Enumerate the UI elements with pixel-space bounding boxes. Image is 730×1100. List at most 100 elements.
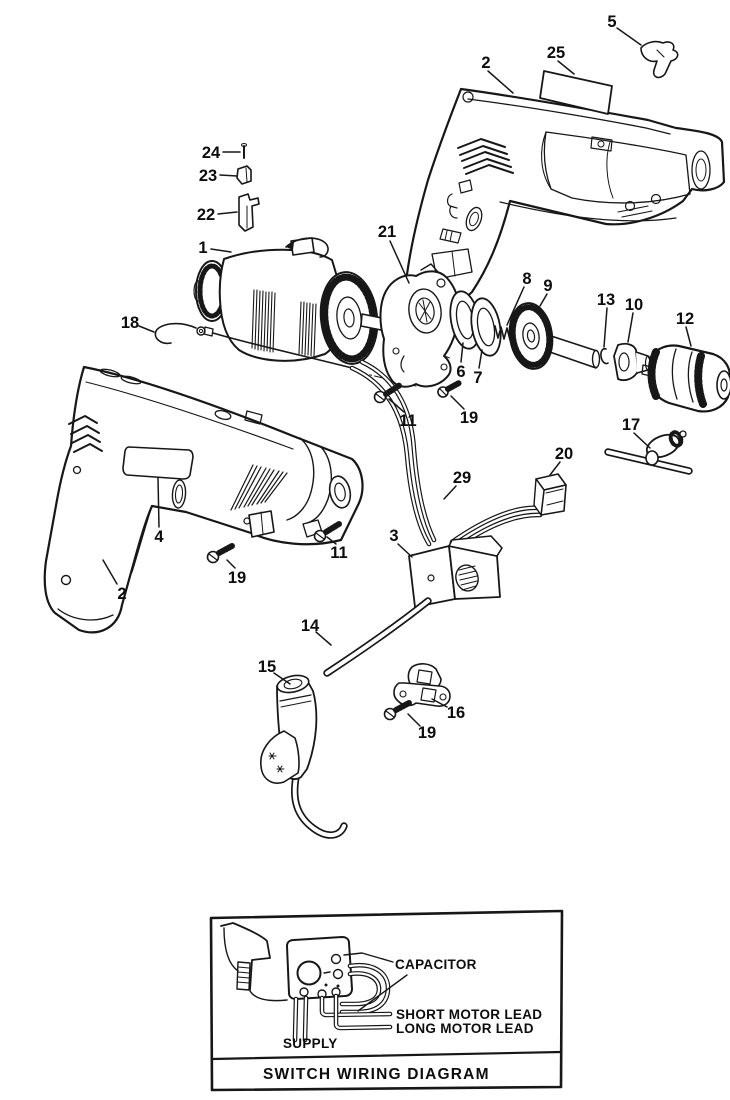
part-label-1-6: 1 xyxy=(198,239,207,257)
part-label-4-21: 4 xyxy=(154,528,164,546)
brush-parts xyxy=(236,142,260,232)
leader-line-part-14-26 xyxy=(315,631,332,646)
part-label-13-10: 13 xyxy=(597,291,615,309)
part-label-11-16: 11 xyxy=(399,412,416,430)
leader-line-part-15-27 xyxy=(273,672,291,685)
part-label-15-27: 15 xyxy=(258,658,276,676)
part-label-8-8: 8 xyxy=(522,270,531,288)
wiring-diagram-title: SWITCH WIRING DIAGRAM xyxy=(263,1066,490,1083)
screw-19-clamp xyxy=(383,700,412,721)
part-label-6-14: 6 xyxy=(456,363,465,381)
part-label-12-12: 12 xyxy=(676,310,694,328)
part-label-19-24: 19 xyxy=(228,569,246,587)
cord-protector xyxy=(260,674,318,784)
leader-line-part-7-15 xyxy=(478,349,483,369)
power-cord xyxy=(291,597,432,839)
leader-line-part-8-8 xyxy=(506,286,525,326)
cord-clamp xyxy=(393,663,451,707)
part-label-23-4: 23 xyxy=(199,167,217,185)
switch-drawing xyxy=(286,936,353,1000)
leader-lines xyxy=(102,27,692,727)
side-vents xyxy=(68,415,103,453)
wiring-wires xyxy=(292,952,408,1043)
gasket-7 xyxy=(470,297,502,357)
leader-line-part-5-0 xyxy=(616,27,642,46)
part-label-5-0: 5 xyxy=(607,13,616,31)
part-label-18-13: 18 xyxy=(121,314,139,332)
nameplate xyxy=(539,70,613,115)
leader-line-part-11-23 xyxy=(326,536,337,545)
leader-line-part-19-24 xyxy=(226,559,236,569)
wire-bundle xyxy=(349,359,543,551)
leader-line-part-23-4 xyxy=(219,174,238,177)
part-label-19-29: 19 xyxy=(418,724,436,742)
chuck xyxy=(641,344,730,413)
leader-line-part-2-2 xyxy=(487,70,514,94)
connector xyxy=(533,473,567,516)
molded-marks xyxy=(268,752,285,773)
nameplate-recess xyxy=(122,446,194,480)
part-label-17-18: 17 xyxy=(622,416,640,434)
clip xyxy=(640,40,679,79)
leader-line-part-21-7 xyxy=(389,240,410,284)
leader-line-part-4-21 xyxy=(157,477,160,528)
part-label-2-2: 2 xyxy=(481,54,490,72)
leader-line-part-20-19 xyxy=(549,461,561,476)
part-label-21-7: 21 xyxy=(378,223,396,241)
leader-line-part-12-12 xyxy=(685,326,692,347)
leader-line-part-19-17 xyxy=(450,395,465,410)
part-label-9-9: 9 xyxy=(543,277,552,295)
leader-line-part-29-20 xyxy=(443,485,457,500)
trigger-lever-drawing xyxy=(220,922,288,1002)
part-label-25-1: 25 xyxy=(547,44,565,62)
wiring-label-supply: SUPPLY xyxy=(283,1036,338,1051)
housing-half-left xyxy=(43,365,417,634)
part-label-20-19: 20 xyxy=(555,445,573,463)
part-label-16-28: 16 xyxy=(447,704,465,722)
wiring-label-capacitor: CAPACITOR xyxy=(395,957,477,972)
leader-line-part-10-11 xyxy=(627,312,634,343)
part-label-29-20: 29 xyxy=(453,469,471,487)
spindle-gear xyxy=(508,302,601,370)
screw-19-body xyxy=(206,543,235,564)
leader-line-part-22-5 xyxy=(217,211,238,215)
grille-hatch xyxy=(230,464,288,511)
leader-line-part-17-18 xyxy=(633,432,651,449)
wiring-label-long-motor-lead: LONG MOTOR LEAD xyxy=(396,1021,534,1036)
motor-windings xyxy=(251,289,317,357)
title-band-divider xyxy=(210,1050,563,1061)
leader-line-part-18-13 xyxy=(138,325,155,333)
switch xyxy=(408,535,503,608)
leader-line-part-19-29 xyxy=(407,713,421,727)
leader-line-part-13-10 xyxy=(603,307,608,348)
part-label-22-5: 22 xyxy=(197,206,215,224)
part-label-3-22: 3 xyxy=(389,527,398,545)
screw-11-body xyxy=(313,521,342,543)
retaining-ring xyxy=(600,347,609,365)
leader-line-part-16-28 xyxy=(431,698,448,708)
wiring-label-short-motor-lead: SHORT MOTOR LEAD xyxy=(396,1007,542,1022)
part-label-19-17: 19 xyxy=(460,409,478,427)
leader-line-part-9-9 xyxy=(539,293,548,307)
part-label-14-26: 14 xyxy=(301,617,320,635)
part-label-11-23: 11 xyxy=(330,544,347,562)
field-lead-wire xyxy=(154,322,353,369)
leader-line-part-25-1 xyxy=(557,60,575,75)
part-label-24-3: 24 xyxy=(202,144,221,162)
gear-case xyxy=(379,263,460,388)
part-label-7-15: 7 xyxy=(473,369,482,387)
leader-line-part-6-14 xyxy=(460,342,464,363)
chuck-key xyxy=(604,430,693,475)
leader-line-part-11-16 xyxy=(388,398,405,413)
housing-vents xyxy=(457,138,514,175)
part-label-2-25: 2 xyxy=(117,585,126,603)
leader-line-part-3-22 xyxy=(397,543,413,558)
housing-half-right xyxy=(403,87,726,316)
part-label-10-11: 10 xyxy=(625,296,643,314)
screw-11-gearcase xyxy=(373,382,403,404)
